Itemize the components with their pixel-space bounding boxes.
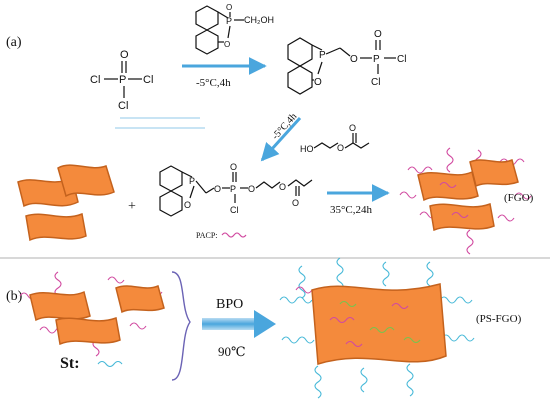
fgo-reactant (19, 271, 165, 357)
st-chain-symbol (97, 360, 123, 368)
atom-p: P (189, 176, 195, 186)
atom-p: P (226, 16, 232, 26)
fgo-product (399, 147, 532, 255)
atom-o: O (350, 54, 358, 65)
ps-fgo-label: (PS-FGO) (476, 313, 522, 325)
atom-o: O (248, 184, 255, 194)
fgo-label: (FGO) (504, 192, 534, 204)
atom-cl: Cl (118, 100, 128, 112)
atom-cl: Cl (371, 77, 380, 88)
st-label: St: (60, 355, 80, 372)
pacp-label: PACP: (196, 231, 218, 240)
graphene-oxide-sheets (17, 164, 115, 242)
hea-reagent: HO O O (300, 123, 370, 154)
atom-cl: Cl (90, 74, 100, 86)
atom-o: O (279, 182, 286, 192)
reaction-arrow-2 (260, 116, 302, 162)
dopo-ch2oh-reagent: P O CH₂OH O (195, 3, 274, 55)
atom-o: O (226, 3, 232, 12)
atom-cl: Cl (397, 54, 406, 65)
atom-p: P (230, 184, 236, 194)
plus-sign: + (128, 199, 136, 214)
atom-cl: Cl (143, 74, 153, 86)
atom-o: O (337, 143, 344, 153)
atom-o: O (184, 200, 191, 210)
condition-step1: -5°C,4h (196, 77, 231, 89)
ps-fgo-product (279, 257, 475, 399)
atom-o: O (349, 123, 356, 133)
pacp-molecule: P O O P O Cl O O O (159, 162, 313, 217)
intermediate-molecule: P O P O Cl Cl O (287, 29, 406, 95)
atom-ho: HO (300, 144, 314, 154)
atom-o: O (230, 162, 237, 172)
condition-step3: 35°C,24h (330, 204, 372, 216)
ch2oh-group: CH₂OH (244, 15, 274, 25)
condition-step2: -5°C,4h (270, 111, 299, 142)
panel-b-label: (b) (6, 289, 23, 304)
atom-o: O (214, 184, 221, 194)
atom-cl: Cl (230, 205, 239, 215)
atom-p: P (373, 54, 380, 65)
atom-o: O (374, 29, 382, 40)
atom-o: O (314, 77, 322, 88)
pacp-chain-symbol (221, 232, 247, 238)
grouping-brace (171, 271, 191, 381)
temperature-label: 90℃ (218, 344, 246, 359)
atom-p: P (119, 74, 126, 86)
atom-o: O (292, 198, 299, 208)
panel-a-label: (a) (6, 35, 22, 50)
atom-o: O (120, 49, 129, 61)
polymerization-arrow (202, 310, 276, 338)
initiator-label: BPO (216, 297, 243, 312)
atom-p: P (319, 50, 326, 61)
pocl3-molecule: O P Cl Cl Cl (90, 49, 153, 112)
atom-o: O (224, 40, 230, 49)
